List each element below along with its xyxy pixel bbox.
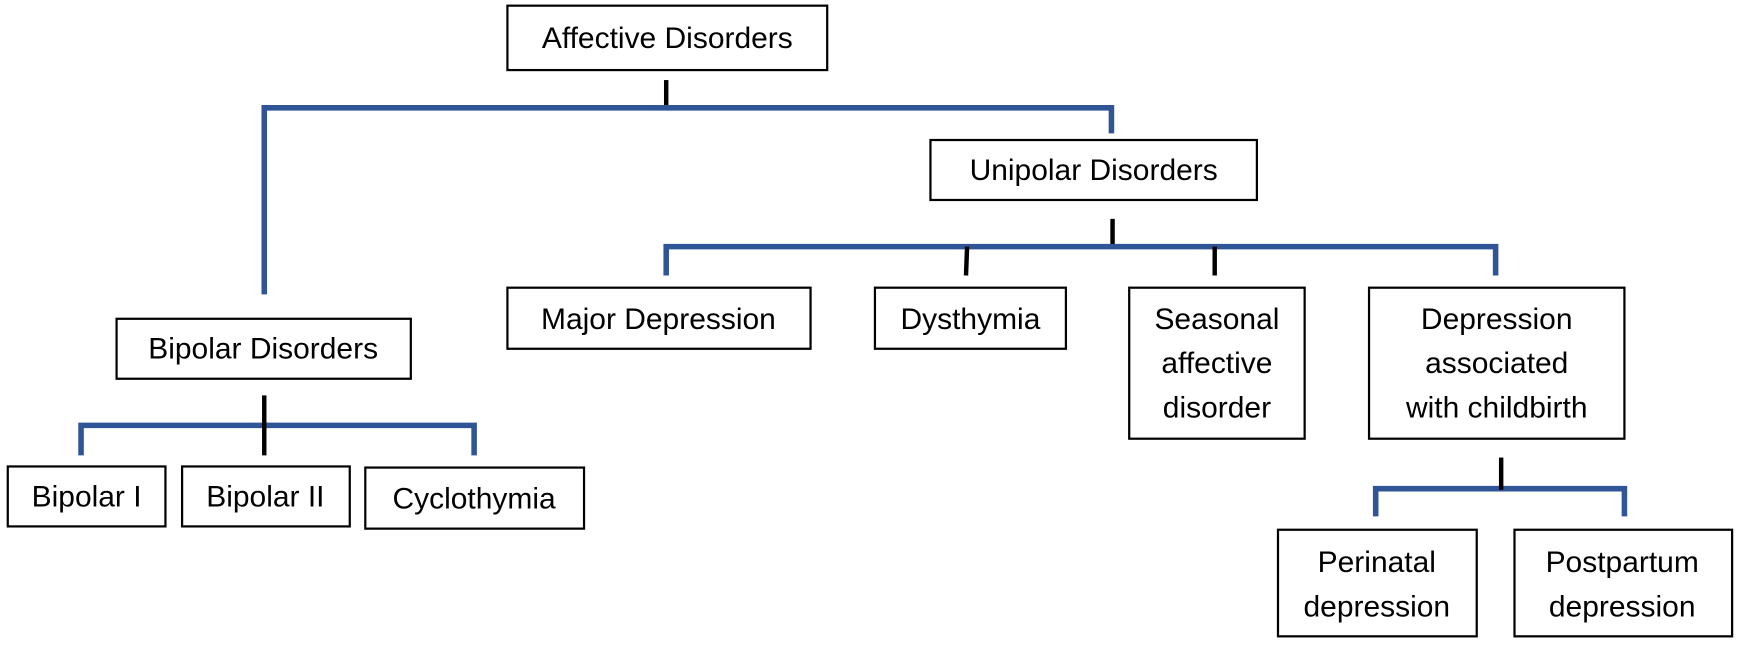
node-label-line: Seasonal	[1154, 303, 1279, 336]
node-depression-childbirth: Depression associated with childbirth	[1367, 286, 1626, 440]
connectors	[78, 80, 1628, 517]
node-unipolar-disorders: Unipolar Disorders	[929, 138, 1259, 202]
childbirth-branch	[1372, 485, 1628, 517]
node-seasonal-affective-disorder: Seasonal affective disorder	[1128, 286, 1306, 440]
node-cyclothymia: Cyclothymia	[364, 466, 586, 530]
node-label: Cyclothymia	[393, 483, 557, 516]
node-label-line: Perinatal	[1318, 546, 1436, 579]
node-perinatal-depression: Perinatal depression	[1276, 528, 1478, 638]
node-label: Unipolar Disorders	[970, 154, 1218, 187]
node-label-line: disorder	[1163, 392, 1271, 425]
node-label-line: with childbirth	[1405, 392, 1588, 425]
root-branch	[261, 105, 1115, 295]
node-label: Bipolar I	[32, 480, 142, 513]
node-label: Bipolar II	[206, 480, 324, 513]
node-label: Major Depression	[541, 303, 776, 336]
node-label: Affective Disorders	[542, 22, 793, 55]
node-bipolar-i: Bipolar I	[6, 465, 167, 528]
node-label-line: affective	[1161, 347, 1272, 380]
node-affective-disorders: Affective Disorders	[506, 4, 829, 72]
node-label-line: depression	[1549, 590, 1696, 623]
node-label-line: Postpartum	[1546, 546, 1699, 579]
unipolar-branch	[663, 243, 1499, 276]
node-postpartum-depression: Postpartum depression	[1513, 528, 1734, 638]
node-bipolar-ii: Bipolar II	[180, 465, 351, 528]
bipolar-branch	[78, 422, 477, 456]
node-dysthymia: Dysthymia	[873, 286, 1068, 350]
node-label-line: Depression	[1421, 303, 1573, 336]
node-bipolar-disorders: Bipolar Disorders	[115, 317, 412, 380]
node-major-depression: Major Depression	[506, 286, 812, 350]
node-label: Dysthymia	[900, 303, 1040, 336]
node-label: Bipolar Disorders	[148, 333, 378, 366]
dysthymia-tick	[963, 246, 970, 276]
node-label-line: depression	[1303, 590, 1450, 623]
node-label-line: associated	[1425, 347, 1568, 380]
